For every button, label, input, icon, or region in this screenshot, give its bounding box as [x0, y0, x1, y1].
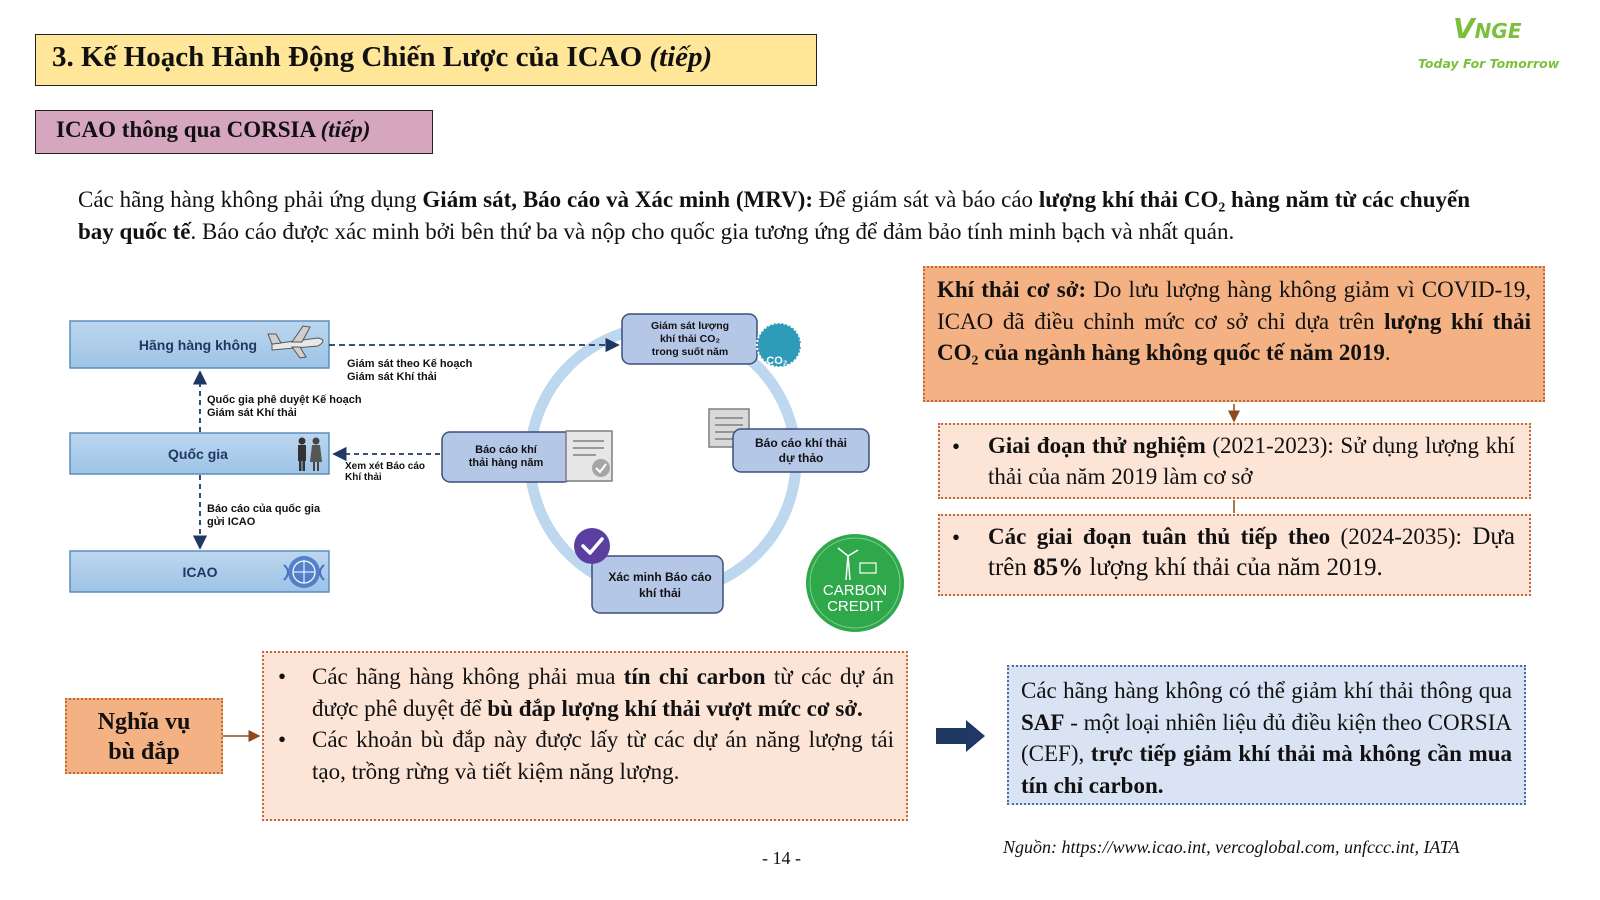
label-report-1: Báo cáo của quốc gia	[207, 503, 321, 515]
cycle-verify-line1: Xác minh Báo cáo	[608, 570, 711, 584]
vnge-logo: VNGE Today For Tomorrow	[1415, 12, 1560, 82]
box-airline-label: Hãng hàng không	[139, 337, 257, 353]
wind-turbine-icon	[837, 547, 859, 581]
label-approve-1: Quốc gia phê duyệt Kế hoạch	[207, 394, 362, 406]
label-report-2: gửi ICAO	[207, 516, 256, 528]
label-review-2: Khí thải	[345, 472, 382, 483]
page-title: 3. Kế Hoạch Hành Động Chiến Lược của ICA…	[35, 34, 817, 86]
section-subtitle-italic: (tiếp)	[320, 117, 371, 142]
right-arrow-icon	[936, 720, 985, 752]
box-icao	[69, 550, 330, 593]
carbon-credit-line1: CARBON	[823, 582, 887, 599]
people-icon	[298, 437, 322, 471]
logo-tagline: Today For Tomorrow	[1418, 56, 1560, 71]
page-number: - 14 -	[762, 848, 801, 868]
solar-panel-icon	[859, 562, 877, 574]
cycle-annual-line2: thải hàng năm	[469, 457, 544, 469]
phase-pilot-box: • Giai đoạn thử nghiệm (2021-2023): Sử d…	[938, 423, 1531, 499]
bullet: •	[952, 525, 961, 550]
label-review-1: Xem xét Báo cáo	[345, 461, 425, 472]
airplane-icon	[267, 325, 324, 359]
cycle-box-draft	[732, 428, 870, 473]
cycle-draft-line2: dự thảo	[779, 451, 824, 465]
list-item: •Các khoản bù đắp này được lấy từ các dự…	[278, 727, 894, 784]
label-monitor-plan-1: Giám sát theo Kế hoạch	[347, 358, 473, 370]
bullet: •	[952, 434, 961, 459]
offset-obligation-list: •Các hãng hàng không phải mua tín chỉ ca…	[262, 651, 908, 821]
cycle-box-monitor	[621, 313, 758, 365]
co2-gauge-icon: CO₂	[756, 322, 802, 368]
phase-compliance-box: • Các giai đoạn tuân thủ tiếp theo (2024…	[938, 514, 1531, 596]
list-item: •Các hãng hàng không phải mua tín chỉ ca…	[278, 664, 895, 721]
saf-box: Các hãng hàng không có thể giảm khí thải…	[1007, 665, 1526, 805]
baseline-box: Khí thải cơ sở: Do lưu lượng hàng không …	[923, 266, 1545, 402]
source-citation: Nguồn: https://www.icao.int, vercoglobal…	[1003, 837, 1460, 857]
icao-emblem-icon	[283, 556, 325, 588]
logo-mark: VNGE	[1453, 12, 1522, 45]
checkmark-badge-icon	[574, 528, 610, 564]
cycle-draft-line1: Báo cáo khí thải	[755, 436, 847, 450]
carbon-credit-badge: CARBON CREDIT	[806, 534, 904, 632]
cycle-verify-line2: khí thải	[639, 586, 681, 600]
cycle-monitor-line2: khí thải CO₂	[660, 333, 720, 345]
section-subtitle: ICAO thông qua CORSIA (tiếp)	[35, 110, 433, 154]
cycle-monitor-line1: Giám sát lượng	[651, 320, 729, 332]
carbon-credit-line2: CREDIT	[827, 598, 883, 615]
intro-paragraph: Các hãng hàng không phải ứng dụng Giám s…	[78, 187, 1470, 244]
cycle-monitor-line3: trong suốt năm	[652, 346, 728, 358]
cycle-box-verify	[591, 555, 724, 614]
co2-badge-label: CO₂	[766, 355, 788, 367]
label-monitor-plan-2: Giám sát Khí thải	[347, 371, 437, 383]
page-title-italic: (tiếp)	[649, 41, 713, 73]
box-country-label: Quốc gia	[168, 446, 228, 462]
document-check-icon	[565, 430, 613, 482]
cycle-annual-line1: Báo cáo khí	[475, 444, 538, 456]
box-icao-label: ICAO	[183, 564, 218, 580]
box-country	[69, 432, 330, 475]
label-approve-2: Giám sát Khí thải	[207, 407, 297, 419]
